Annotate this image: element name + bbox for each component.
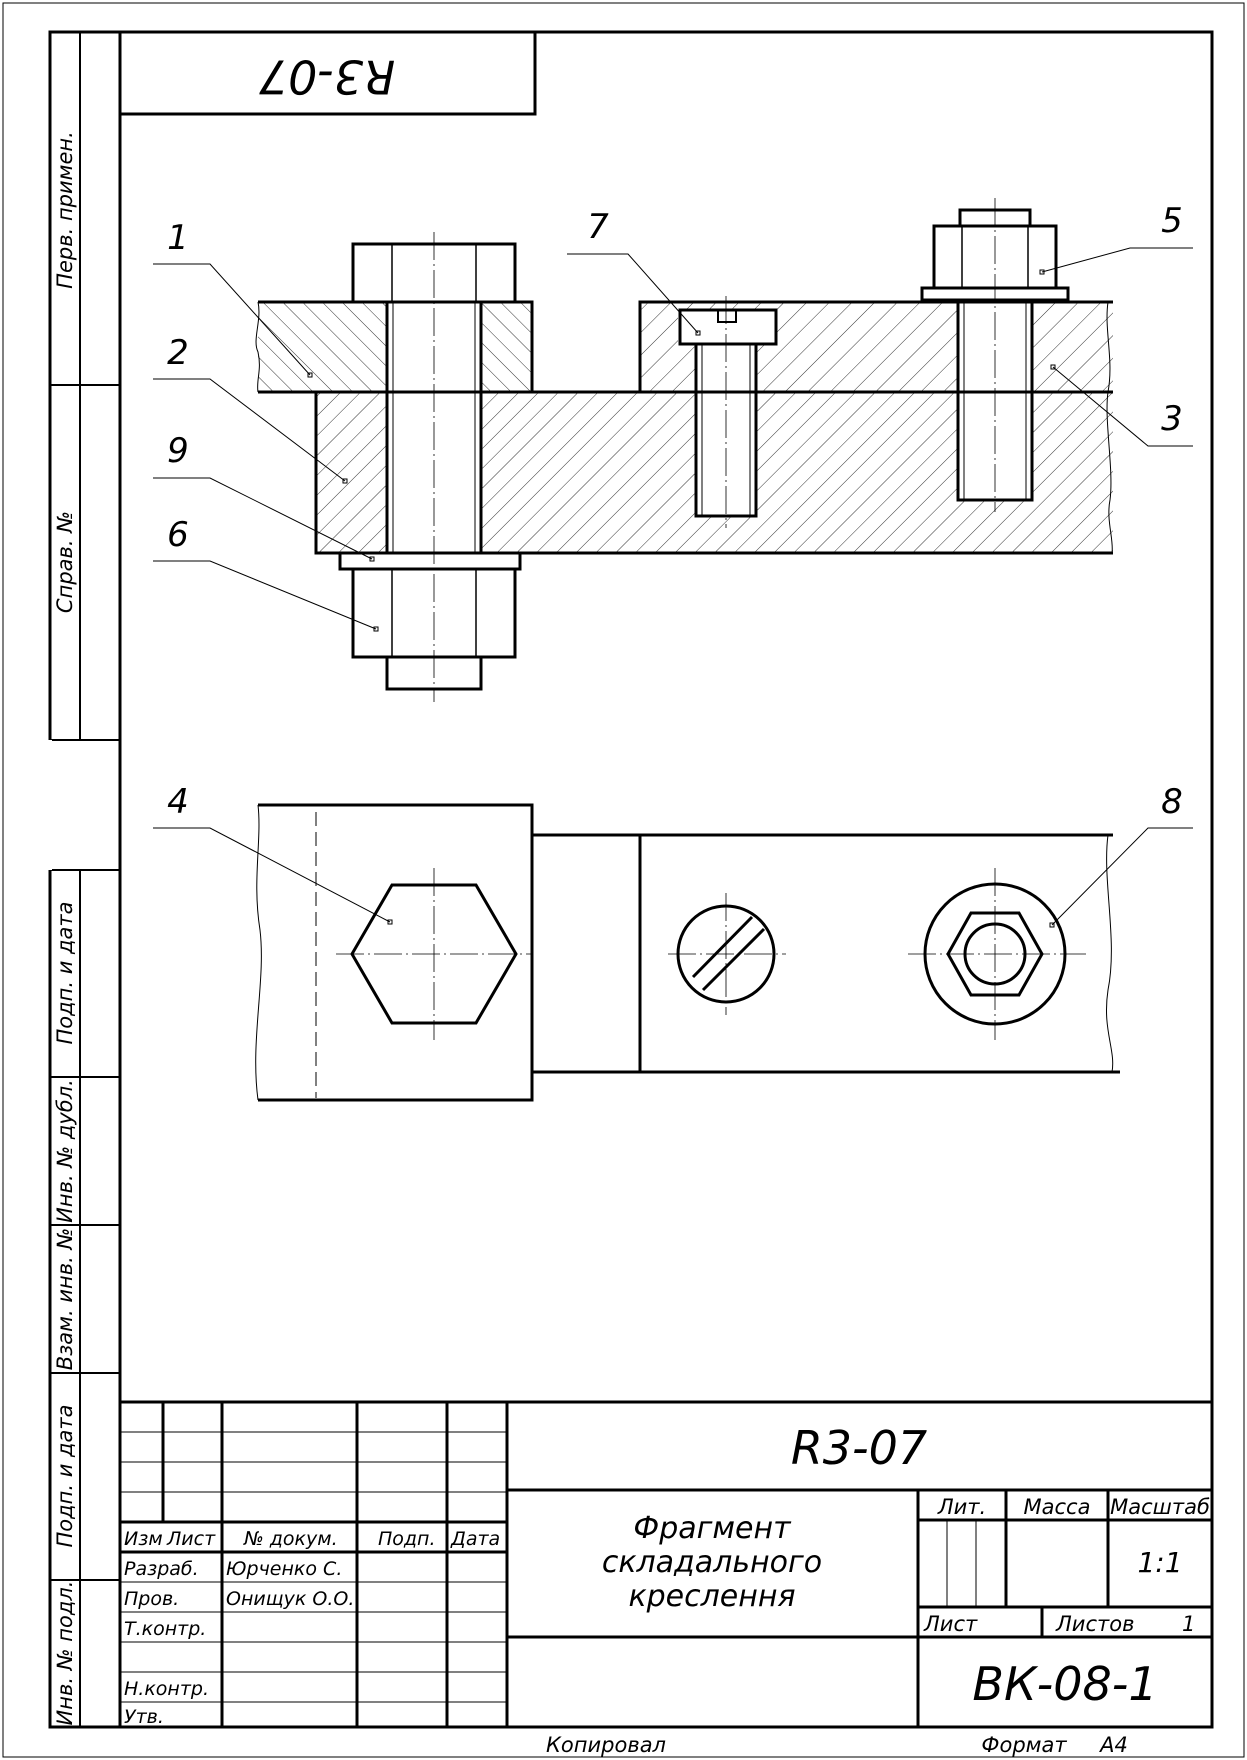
lit-label: Лит. — [937, 1495, 986, 1519]
top-code: R3-07 — [259, 50, 395, 104]
name-developer: Юрченко С. — [226, 1558, 342, 1580]
side-label-sprav: Справ. № — [53, 511, 77, 613]
scale-label: Масштаб — [1110, 1495, 1210, 1519]
format-label: Формат — [981, 1733, 1067, 1757]
title-line-3: креслення — [628, 1579, 795, 1614]
title-line-1: Фрагмент — [633, 1511, 792, 1546]
callout-2: 2 — [167, 333, 189, 373]
role-utv: Утв. — [124, 1706, 164, 1728]
callout-leaders — [153, 247, 1193, 928]
copied-label: Копировал — [546, 1733, 666, 1757]
role-prov: Пров. — [124, 1588, 179, 1610]
callout-1: 1 — [167, 218, 189, 258]
format-value: А4 — [1098, 1733, 1128, 1757]
designation: R3-07 — [791, 1421, 927, 1475]
side-label-inv-podl: Инв. № подл. — [53, 1581, 77, 1726]
top-code-box — [118, 30, 537, 116]
callout-8: 8 — [1161, 782, 1183, 822]
callout-9: 9 — [167, 431, 189, 471]
sheets-value: 1 — [1182, 1612, 1195, 1636]
callout-numbers: 1 2 3 4 5 6 7 8 9 — [167, 201, 1183, 822]
callout-4: 4 — [167, 782, 189, 822]
role-nkontr: Н.контр. — [124, 1678, 209, 1700]
front-view — [255, 198, 1113, 702]
mass-label: Масса — [1024, 1495, 1091, 1519]
role-razrab: Разраб. — [124, 1558, 199, 1580]
side-label-podp-1: Подп. и дата — [53, 901, 77, 1044]
name-checker: Онищук О.О. — [226, 1588, 354, 1610]
title-block: Изм Лист № докум. Подп. Дата Разраб. Про… — [120, 1400, 1212, 1757]
role-tkontr: Т.контр. — [124, 1618, 206, 1640]
hdr-list: Лист — [166, 1528, 216, 1550]
sheet-label: Лист — [923, 1612, 978, 1636]
hdr-data: Дата — [450, 1528, 500, 1550]
callout-7: 7 — [587, 207, 609, 247]
hdr-doc: № докум. — [243, 1528, 338, 1550]
callout-6: 6 — [167, 515, 189, 555]
side-label-vzam: Взам. инв. № — [53, 1228, 77, 1371]
side-labels: Перв. примен. Справ. № Подп. и дата Инв.… — [53, 131, 77, 1725]
scale-value: 1:1 — [1137, 1546, 1182, 1579]
hdr-izm: Изм — [124, 1528, 163, 1550]
title-line-2: складального — [602, 1545, 822, 1580]
sheets-label: Листов — [1055, 1612, 1134, 1636]
side-label-inv-dubl: Инв. № дубл. — [53, 1079, 77, 1223]
top-view — [255, 803, 1120, 1102]
doc-code: ВК-08-1 — [972, 1657, 1157, 1711]
left-margin-strips — [50, 32, 120, 1727]
sheet-frame — [48, 30, 1214, 1729]
callout-5: 5 — [1161, 201, 1183, 241]
side-label-perv: Перв. примен. — [53, 131, 77, 289]
hdr-podp: Подп. — [378, 1528, 436, 1550]
callout-3: 3 — [1161, 399, 1183, 439]
side-label-podp-2: Подп. и дата — [53, 1404, 77, 1547]
